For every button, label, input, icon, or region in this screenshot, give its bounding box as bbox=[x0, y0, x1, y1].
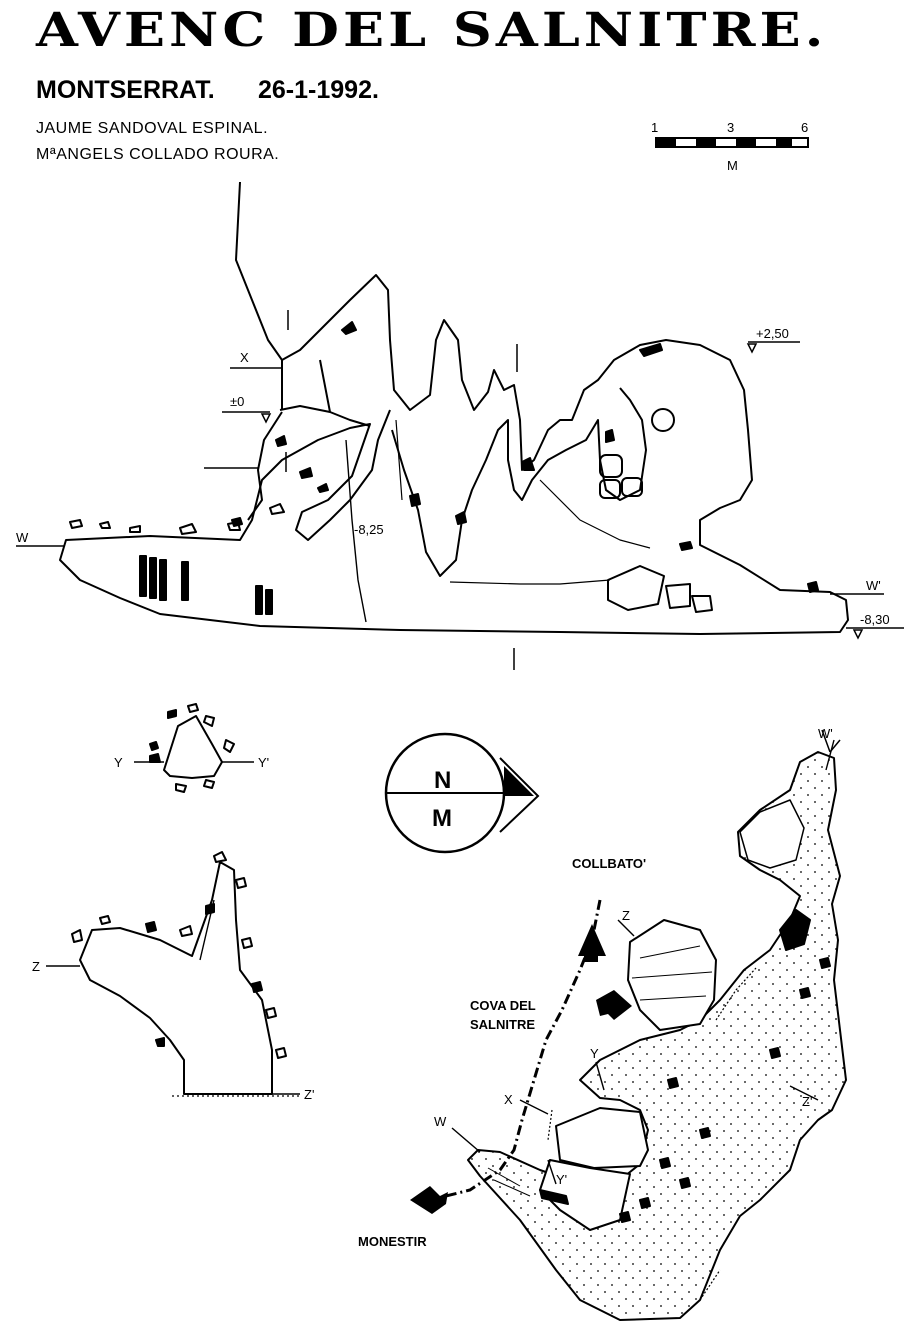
compass-magnetic-label: M bbox=[432, 805, 452, 832]
plan-y-label: Y bbox=[590, 1046, 599, 1061]
plan-z-label: Z bbox=[622, 908, 630, 923]
arrow-monestir-icon bbox=[410, 1186, 448, 1214]
plan-y-prime-label: Y' bbox=[556, 1172, 567, 1187]
author-2: MªANGELS COLLADO ROURA. bbox=[36, 146, 280, 163]
section-z-left: Z bbox=[32, 959, 40, 974]
profile-zero-shelf bbox=[279, 405, 371, 427]
depth-mid-label: -8,25 bbox=[354, 522, 384, 537]
depth-top-label: +2,50 bbox=[756, 326, 789, 341]
profile-inner-chimney bbox=[391, 387, 647, 577]
profile-labels bbox=[16, 310, 904, 670]
arrow-collbato-icon bbox=[578, 924, 606, 962]
profile-wall bbox=[59, 181, 849, 635]
access-routes bbox=[410, 899, 632, 1214]
scale-unit: M bbox=[727, 158, 738, 173]
north-arrow: N M bbox=[384, 732, 540, 854]
profile-w-label: W bbox=[16, 530, 29, 545]
section-x-label: X bbox=[240, 350, 249, 365]
scale-tick-6: 6 bbox=[801, 120, 808, 135]
profile-lower-floor bbox=[449, 579, 611, 585]
profile-rock-wall bbox=[345, 439, 367, 623]
survey-date: 26-1-1992. bbox=[258, 76, 379, 104]
cave-plan bbox=[467, 729, 847, 1321]
plan-x-label: X bbox=[504, 1092, 513, 1107]
plan-w-label: W bbox=[434, 1114, 447, 1129]
author-1: JAUME SANDOVAL ESPINAL. bbox=[36, 120, 269, 137]
profile-inner-line bbox=[395, 419, 651, 549]
section-y-left: Y bbox=[114, 755, 123, 770]
section-z-right: Z' bbox=[304, 1087, 314, 1102]
monestir-label: MONESTIR bbox=[358, 1234, 427, 1249]
scale-tick-3: 3 bbox=[727, 120, 734, 135]
section-y-right: Y' bbox=[258, 755, 269, 770]
map-title: AVENC DEL SALNITRE. bbox=[36, 2, 828, 58]
compass-north-label: N bbox=[434, 767, 451, 794]
location-label: MONTSERRAT. bbox=[36, 76, 215, 104]
plan-w-prime-label: W' bbox=[818, 726, 833, 741]
depth-bottom-label: -8,30 bbox=[860, 612, 890, 627]
cave-profile bbox=[59, 181, 849, 635]
cova-label-line2: SALNITRE bbox=[470, 1017, 535, 1032]
profile-w-prime-label: W' bbox=[866, 578, 881, 593]
collbato-label: COLLBATO' bbox=[572, 856, 646, 871]
cross-section-z bbox=[46, 851, 300, 1097]
scale-tick-1: 1 bbox=[651, 120, 658, 135]
depth-zero-label: ±0 bbox=[230, 394, 244, 409]
scale-bar: 1 3 6 M bbox=[651, 120, 809, 173]
arrow-cova-icon bbox=[596, 990, 632, 1020]
cross-section-y bbox=[134, 703, 254, 793]
plan-z-prime-label: Z' bbox=[802, 1094, 812, 1109]
cova-label-line1: COVA DEL bbox=[470, 998, 536, 1013]
